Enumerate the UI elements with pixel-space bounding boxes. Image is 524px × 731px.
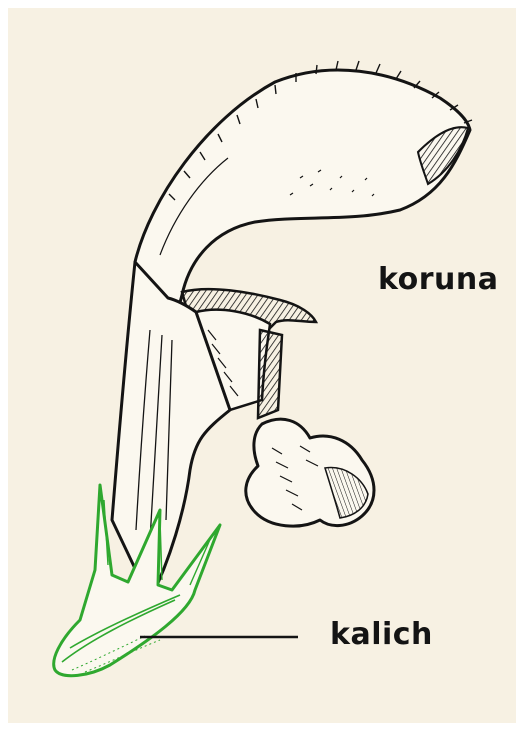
label-kalich: kalich xyxy=(330,617,433,652)
label-koruna: koruna xyxy=(378,262,499,297)
corolla-lower-lip xyxy=(246,419,374,526)
